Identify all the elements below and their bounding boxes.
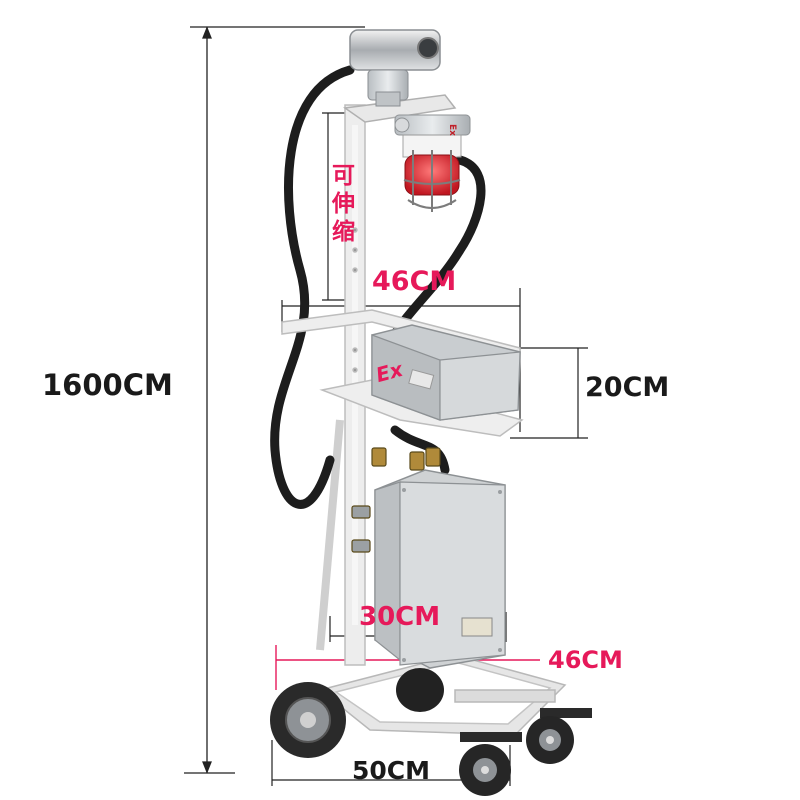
caster-wheel-front [459,732,522,796]
top-width-label: 46CM [372,266,457,297]
rear-wheel [396,668,444,712]
base-width-label: 50CM [352,756,431,785]
box-width-label: 30CM [359,602,441,632]
control-enclosure [374,469,506,669]
caster-wheel-side [526,708,592,764]
box-height-label: 20CM [585,372,670,403]
lamp-arm [342,94,457,123]
height-dimension-line [184,26,365,774]
junction-box [371,324,521,421]
base-depth-label: 46CM [548,646,623,674]
height-label: 1600CM [42,368,173,402]
box-height-dimension-line [510,347,588,439]
telescopic-label: 可伸缩 [332,163,355,245]
svg-text:Ex: Ex [447,124,457,136]
camera [349,29,441,107]
cable-glands [351,447,441,553]
large-wheel [270,682,346,758]
telescopic-dimension-line [322,112,345,301]
warning-lamp: Ex [394,114,471,212]
